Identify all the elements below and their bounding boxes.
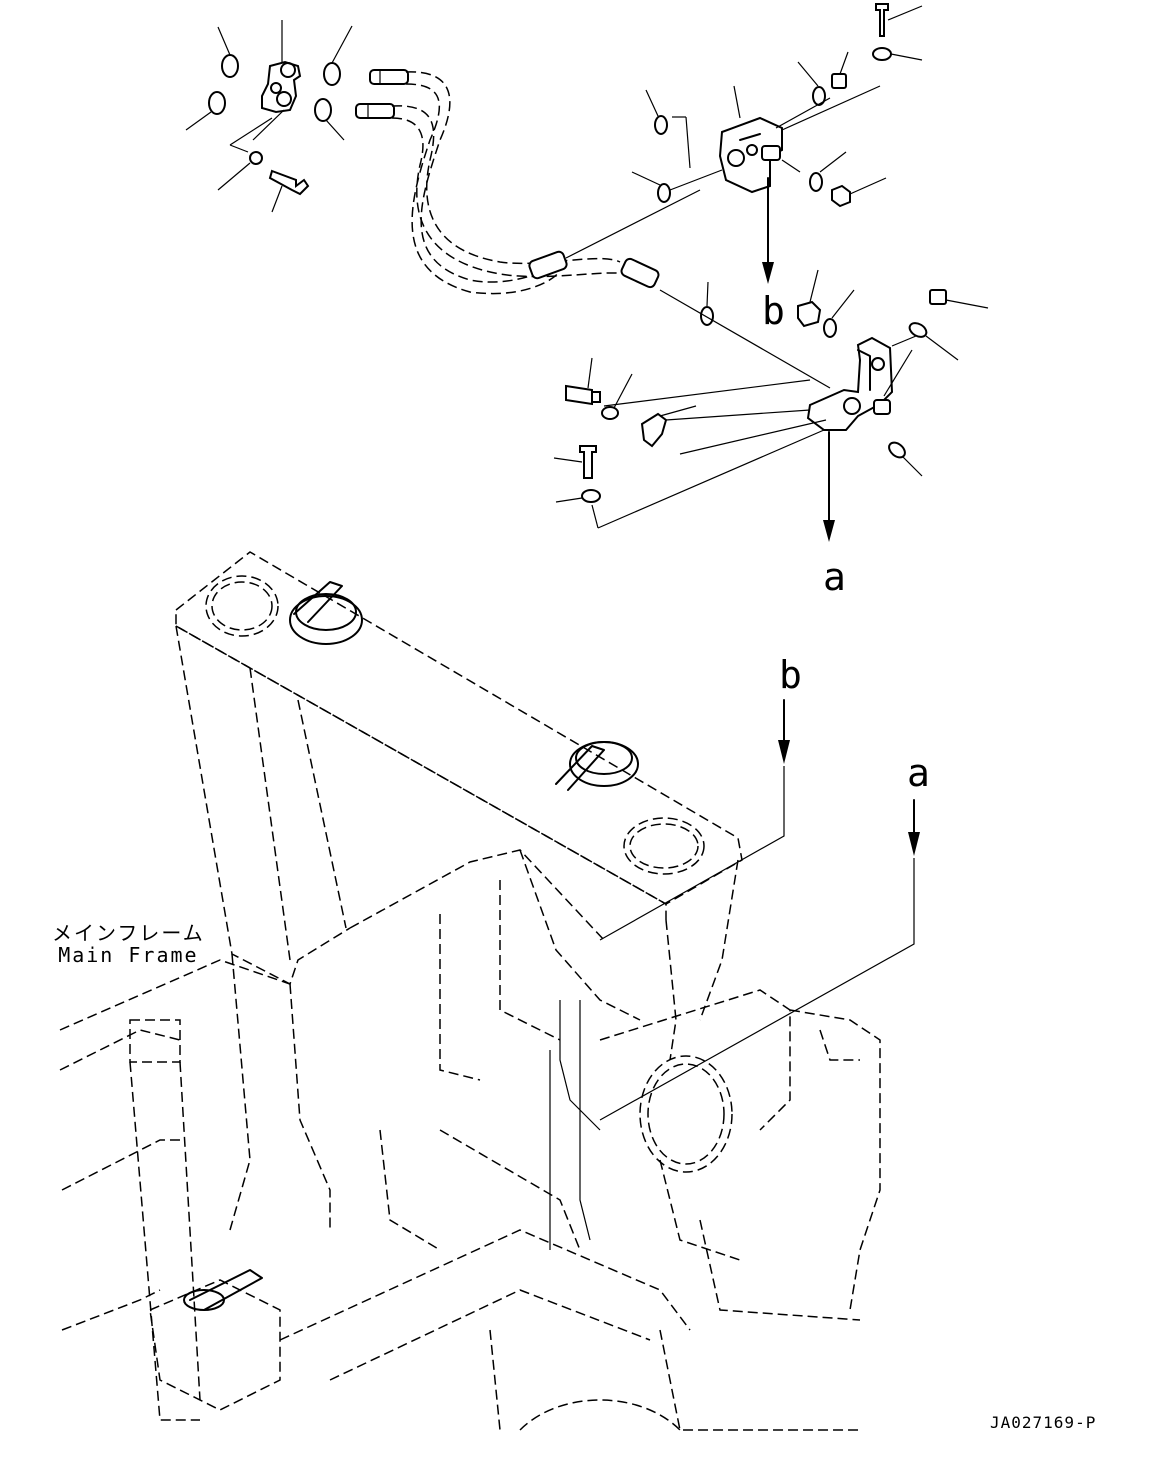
hose-clamp-assembly bbox=[185, 20, 353, 213]
callout-a-frame: a bbox=[907, 751, 930, 795]
main-frame bbox=[59, 551, 920, 1431]
main-frame-label-jp: メインフレーム bbox=[52, 921, 205, 945]
hydraulic-hoses bbox=[355, 69, 701, 295]
callout-b-frame: b bbox=[779, 653, 802, 697]
main-frame-label: メインフレーム Main Frame bbox=[52, 922, 205, 966]
lower-valve-bracket bbox=[553, 269, 989, 542]
main-frame-label-en: Main Frame bbox=[58, 943, 199, 967]
callout-a-lower: a bbox=[823, 555, 846, 599]
drawing-id: JA027169-P bbox=[990, 1413, 1097, 1432]
callout-b-upper: b bbox=[762, 289, 785, 333]
upper-valve-bracket bbox=[631, 3, 923, 284]
